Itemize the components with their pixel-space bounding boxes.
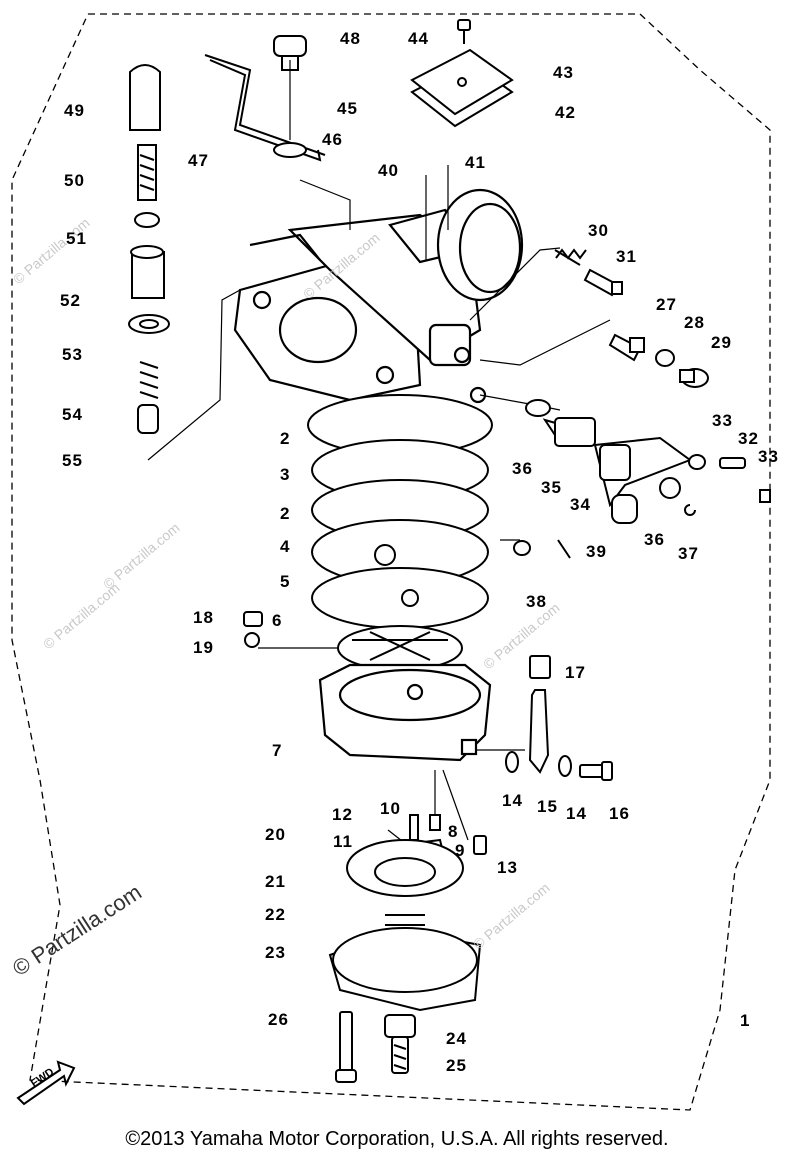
callout-8: 8: [448, 822, 459, 841]
callout-18: 18: [193, 608, 214, 627]
callout-1: 1: [740, 1011, 751, 1030]
callout-16: 16: [609, 804, 630, 823]
callout-23: 23: [265, 943, 286, 962]
callout-2: 2: [280, 429, 291, 448]
callout-13: 13: [497, 858, 518, 877]
callout-5: 5: [280, 572, 291, 591]
callout-33: 33: [712, 411, 733, 430]
callout-36: 36: [512, 459, 533, 478]
callout-4: 4: [280, 537, 291, 556]
callout-50: 50: [64, 171, 85, 190]
callout-19: 19: [193, 638, 214, 657]
callout-33b: 33: [758, 447, 779, 466]
callout-31: 31: [616, 247, 637, 266]
callout-42: 42: [555, 103, 576, 122]
callout-39: 39: [586, 542, 607, 561]
lower-body: [318, 663, 492, 762]
callout-14b: 14: [566, 804, 587, 823]
callout-55: 55: [62, 451, 83, 470]
callout-2b: 2: [280, 504, 291, 523]
callout-41: 41: [465, 153, 486, 172]
copyright-notice: ©2013 Yamaha Motor Corporation, U.S.A. A…: [125, 1128, 669, 1150]
callout-45: 45: [337, 99, 358, 118]
callout-37: 37: [678, 544, 699, 563]
callout-11: 11: [333, 832, 353, 851]
callout-12: 12: [332, 805, 353, 824]
callout-44: 44: [408, 29, 429, 48]
callout-49: 49: [64, 101, 85, 120]
callout-48: 48: [340, 29, 361, 48]
callout-6: 6: [272, 611, 283, 630]
callout-20: 20: [265, 825, 286, 844]
carburetor-body: [233, 188, 524, 404]
callout-40: 40: [378, 161, 399, 180]
callout-27: 27: [656, 295, 677, 314]
callout-29: 29: [711, 333, 732, 352]
callout-53: 53: [62, 345, 83, 364]
callout-10: 10: [380, 799, 401, 818]
callout-21: 21: [265, 872, 286, 891]
callout-34: 34: [570, 495, 591, 514]
callout-3: 3: [280, 465, 291, 484]
callout-36b: 36: [644, 530, 665, 549]
callout-24: 24: [446, 1029, 467, 1048]
callout-28: 28: [684, 313, 705, 332]
gasket-stack: [307, 394, 493, 671]
callout-7: 7: [272, 741, 283, 760]
callout-38: 38: [526, 592, 547, 611]
callout-25: 25: [446, 1056, 467, 1075]
linkage-parts: [243, 248, 771, 781]
callout-9: 9: [455, 841, 466, 860]
assembly-boundary: [11, 13, 771, 1111]
callout-35: 35: [541, 478, 562, 497]
callout-14: 14: [502, 791, 523, 810]
callout-43: 43: [553, 63, 574, 82]
callout-51: 51: [66, 229, 87, 248]
callout-22: 22: [265, 905, 286, 924]
callout-54: 54: [62, 405, 83, 424]
callout-47: 47: [188, 151, 209, 170]
cover-plate-assembly: [410, 19, 514, 128]
fwd-arrow-icon: [16, 1060, 76, 1106]
callout-26: 26: [268, 1010, 289, 1029]
callout-46: 46: [322, 130, 343, 149]
bracket-and-plug: [204, 35, 326, 162]
callout-32: 32: [738, 429, 759, 448]
callout-15: 15: [537, 797, 558, 816]
callout-30: 30: [588, 221, 609, 240]
callout-52: 52: [60, 291, 81, 310]
left-part-stack: [128, 64, 170, 434]
callout-17: 17: [565, 663, 586, 682]
bottom-parts: [328, 814, 487, 1083]
